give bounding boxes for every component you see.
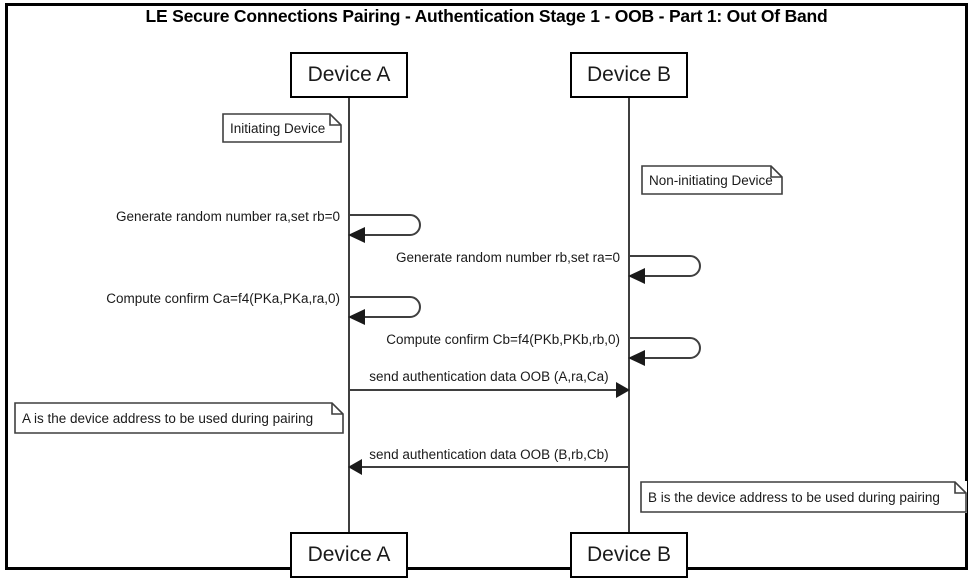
message-line-oob-a-to-b [349, 389, 629, 391]
arrowhead-left-icon [348, 459, 362, 475]
participant-device-b-bottom[interactable]: Device B [570, 532, 688, 578]
arrowhead-right-icon [616, 382, 630, 398]
self-message-loop-compute-ca [348, 295, 440, 325]
participant-label: Device B [586, 543, 672, 566]
note-address-a: A is the device address to be used durin… [14, 402, 344, 434]
note-shape-icon [222, 113, 342, 143]
note-shape-icon [14, 402, 344, 434]
lifeline-device-a [348, 98, 350, 533]
note-non-initiating-device: Non-initiating Device [641, 165, 783, 195]
note-initiating-device: Initiating Device [222, 113, 342, 143]
participant-device-a-top[interactable]: Device A [290, 52, 408, 98]
message-line-oob-b-to-a [349, 466, 629, 468]
self-message-loop-generate-rb [628, 254, 720, 284]
self-message-loop-compute-cb [628, 336, 720, 366]
participant-label: Device B [586, 63, 672, 86]
self-message-loop-generate-ra [348, 213, 440, 243]
note-shape-icon [641, 165, 783, 195]
self-message-label-compute-ca: Compute confirm Ca=f4(PKa,PKa,ra,0) [106, 291, 340, 306]
self-message-label-compute-cb: Compute confirm Cb=f4(PKb,PKb,rb,0) [386, 332, 620, 347]
note-shape-icon [640, 481, 967, 513]
message-label-oob-b-to-a: send authentication data OOB (B,rb,Cb) [369, 447, 609, 462]
diagram-frame [5, 3, 968, 570]
note-text: B is the device address to be used durin… [648, 489, 940, 505]
note-text: Initiating Device [230, 120, 326, 136]
participant-device-b-top[interactable]: Device B [570, 52, 688, 98]
participant-device-a-bottom[interactable]: Device A [290, 532, 408, 578]
self-message-label-generate-ra: Generate random number ra,set rb=0 [116, 209, 340, 224]
lifeline-device-b [628, 98, 630, 533]
participant-label: Device A [307, 543, 391, 566]
note-text: A is the device address to be used durin… [22, 410, 314, 426]
participant-label: Device A [307, 63, 391, 86]
note-address-b: B is the device address to be used durin… [640, 481, 967, 513]
self-message-label-generate-rb: Generate random number rb,set ra=0 [396, 250, 620, 265]
diagram-title: LE Secure Connections Pairing - Authenti… [145, 6, 828, 26]
message-label-oob-a-to-b: send authentication data OOB (A,ra,Ca) [369, 369, 609, 384]
note-text: Non-initiating Device [649, 172, 773, 188]
